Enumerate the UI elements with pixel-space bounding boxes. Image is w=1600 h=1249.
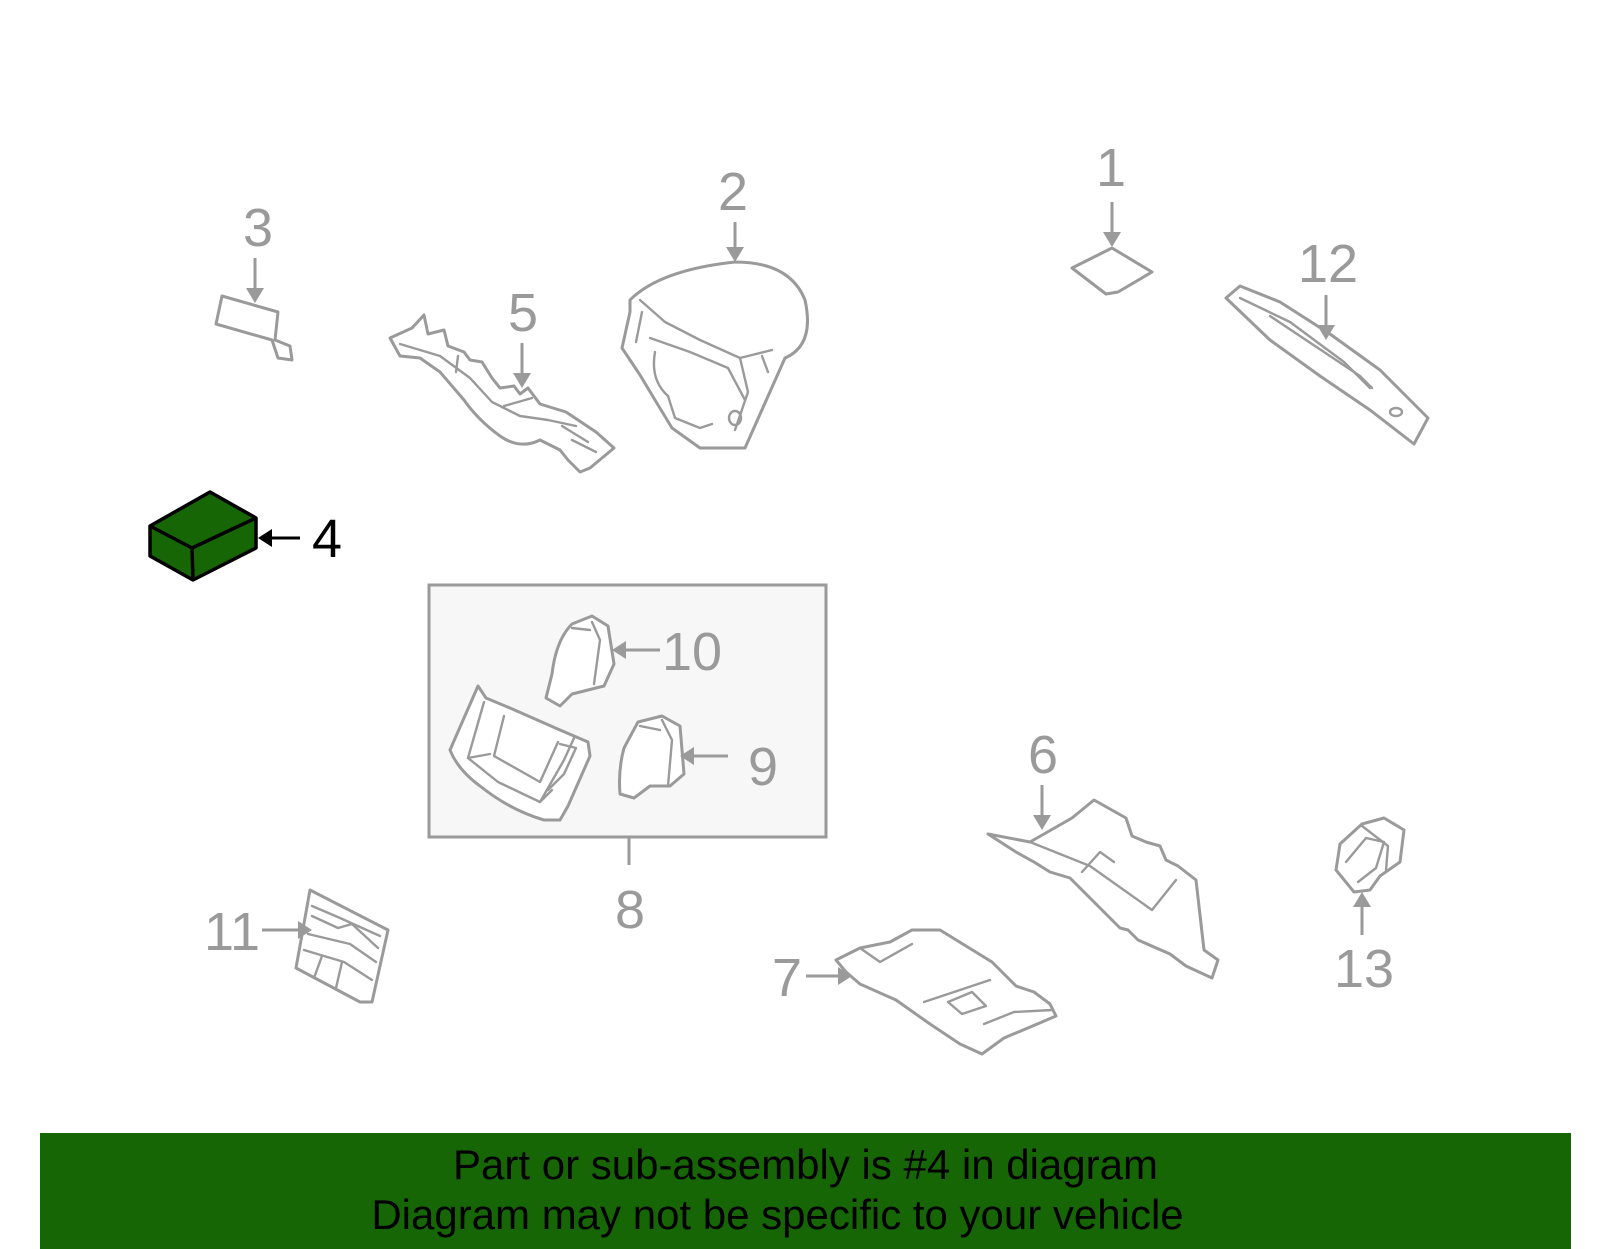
part-11[interactable]: 11	[204, 888, 390, 1004]
part-2[interactable]: 2	[620, 162, 809, 450]
part-6[interactable]: 6	[986, 725, 1220, 980]
info-banner: Part or sub-assembly is #4 in diagram Di…	[40, 1133, 1571, 1249]
part-4-body[interactable]	[148, 490, 258, 582]
callout-9: 9	[748, 737, 778, 797]
callout-8: 8	[615, 880, 645, 940]
part-5[interactable]: 5	[388, 283, 616, 474]
callout-13: 13	[1334, 939, 1394, 999]
banner-disclaimer: Diagram may not be specific to your vehi…	[371, 1191, 1184, 1238]
callout-10: 10	[662, 622, 722, 682]
part-4-highlighted[interactable]: 4	[148, 490, 342, 582]
callout-1: 1	[1096, 138, 1126, 198]
part-10[interactable]: 10	[544, 614, 722, 708]
part-9[interactable]: 9	[618, 714, 779, 800]
banner-background	[40, 1133, 1571, 1249]
banner-highlight-note: Part or sub-assembly is #4 in diagram	[453, 1141, 1158, 1188]
callout-7: 7	[772, 948, 802, 1008]
part-7[interactable]: 7	[772, 928, 1058, 1056]
part-3[interactable]: 3	[214, 198, 294, 362]
callout-3: 3	[243, 198, 273, 258]
callout-6: 6	[1028, 725, 1058, 785]
part-12[interactable]: 12	[1224, 234, 1430, 446]
callout-12: 12	[1298, 234, 1358, 294]
part-8[interactable]	[448, 684, 592, 822]
part-13[interactable]: 13	[1334, 816, 1406, 999]
callout-11: 11	[204, 902, 260, 962]
callout-5: 5	[508, 283, 538, 343]
part-1[interactable]: 1	[1070, 138, 1154, 296]
callout-2: 2	[718, 162, 748, 222]
callout-4: 4	[312, 509, 342, 569]
